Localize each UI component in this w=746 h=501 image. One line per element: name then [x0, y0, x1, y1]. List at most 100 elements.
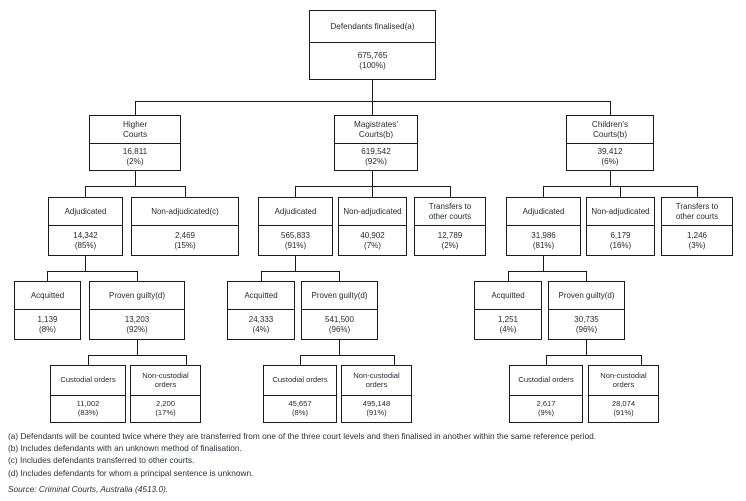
- node-higher-non-adjudicated: Non-adjudicated(c) 2,469 (15%): [131, 197, 239, 256]
- connector-to-childrens-courts: [610, 101, 611, 115]
- node-title: Acquitted: [228, 282, 294, 310]
- connector-to-higher-non-custodial: [186, 355, 187, 365]
- node-magistrates-proven-guilty: Proven guilty(d) 541,500 (96%): [301, 281, 378, 340]
- node-title: Transfers to other courts: [415, 198, 485, 226]
- node-body: 675,765 (100%): [357, 51, 388, 70]
- footnote-d: (d) Includes defendants for whom a princ…: [8, 467, 254, 478]
- node-body: 13,203 (92%): [124, 315, 150, 334]
- node-childrens-custodial-orders: Custodial orders 2,617 (9%): [509, 365, 583, 423]
- node-body: 1,251 (4%): [497, 315, 519, 334]
- node-title: Acquitted: [475, 282, 541, 310]
- node-body: 565,833 (91%): [281, 231, 310, 250]
- connector-childrens-down: [610, 171, 611, 187]
- node-body: 6,179 (16%): [609, 231, 632, 250]
- node-childrens-courts: Children's Courts(b) 39,412 (6%): [566, 115, 654, 171]
- node-title: Non-custodial orders: [342, 366, 411, 396]
- connector-to-magistrates-proven-guilty: [339, 271, 340, 281]
- footnote-c: (c) Includes defendants transferred to o…: [8, 455, 195, 466]
- connector-to-magistrates-non-custodial: [394, 355, 395, 365]
- node-higher-adjudicated: Adjudicated 14,342 (85%): [48, 197, 123, 256]
- connector-higher-adjudicated-down: [85, 256, 86, 272]
- connector-to-magistrates-courts: [372, 101, 373, 115]
- connector-to-higher-non-adjudicated: [185, 186, 186, 197]
- node-title: Defendants finalised(a): [310, 11, 435, 43]
- connector-to-higher-adjudicated: [85, 186, 86, 197]
- connector-to-higher-proven-guilty: [137, 271, 138, 281]
- node-body: 14,342 (85%): [73, 231, 98, 250]
- connector-magistrates-adjudicated-down: [295, 256, 296, 272]
- node-childrens-acquitted: Acquitted 1,251 (4%): [474, 281, 542, 340]
- footnotes: (a) Defendants will be counted twice whe…: [8, 430, 740, 479]
- node-body: 1,246 (3%): [686, 231, 708, 250]
- source-note: Source: Criminal Courts, Australia (4513…: [8, 484, 169, 494]
- connector-higher-bus: [85, 186, 186, 187]
- connector-to-childrens-transfers: [697, 186, 698, 197]
- connector-magistrates-bus: [295, 186, 451, 187]
- connector-magistrates-down: [372, 171, 373, 187]
- node-magistrates-custodial-orders: Custodial orders 45,657 (8%): [263, 365, 337, 423]
- connector-to-childrens-proven-guilty: [586, 271, 587, 281]
- node-body: 45,657 (8%): [288, 399, 312, 417]
- connector-to-childrens-adjudicated: [543, 186, 544, 197]
- connector-to-magistrates-custodial: [300, 355, 301, 365]
- connector-higher-verdict-bus: [47, 271, 138, 272]
- connector-to-magistrates-transfers: [450, 186, 451, 197]
- node-magistrates-acquitted: Acquitted 24,333 (4%): [227, 281, 295, 340]
- connector-higher-guilty-down: [137, 340, 138, 356]
- node-title: Adjudicated: [49, 198, 122, 226]
- node-body: 2,469 (15%): [174, 231, 196, 250]
- node-higher-acquitted: Acquitted 1,139 (8%): [14, 281, 81, 340]
- connector-to-childrens-acquitted: [508, 271, 509, 281]
- connector-magistrates-orders-bus: [300, 355, 395, 356]
- connector-childrens-verdict-bus: [508, 271, 587, 272]
- node-magistrates-transfers: Transfers to other courts 12,789 (2%): [414, 197, 486, 256]
- node-body: 1,139 (8%): [37, 315, 58, 334]
- node-title: Custodial orders: [510, 366, 582, 396]
- node-higher-proven-guilty: Proven guilty(d) 13,203 (92%): [89, 281, 185, 340]
- connector-childrens-adjudicated-down: [543, 256, 544, 272]
- node-body: 24,333 (4%): [248, 315, 274, 334]
- node-body: 619,542 (92%): [361, 147, 391, 166]
- connector-to-magistrates-adjudicated: [295, 186, 296, 197]
- footnote-b: (b) Includes defendants with an unknown …: [8, 443, 242, 454]
- node-title: Higher Courts: [90, 116, 180, 144]
- node-higher-non-custodial-orders: Non-custodial orders 2,200 (17%): [130, 365, 201, 423]
- node-body: 40,902 (7%): [360, 231, 385, 250]
- connector-to-childrens-custodial: [546, 355, 547, 365]
- connector-higher-down: [135, 171, 136, 187]
- node-defendants-finalised: Defendants finalised(a) 675,765 (100%): [309, 10, 436, 80]
- connector-to-higher-acquitted: [47, 271, 48, 281]
- node-title: Children's Courts(b): [567, 116, 653, 144]
- node-higher-courts: Higher Courts 16,811 (2%): [89, 115, 181, 171]
- node-magistrates-non-custodial-orders: Non-custodial orders 495,148 (91%): [341, 365, 412, 423]
- node-higher-custodial-orders: Custodial orders 11,002 (83%): [50, 365, 126, 423]
- node-title: Non-adjudicated: [339, 198, 406, 226]
- footnote-a: (a) Defendants will be counted twice whe…: [8, 431, 597, 441]
- node-title: Adjudicated: [507, 198, 580, 226]
- node-body: 30,735 (96%): [574, 315, 599, 334]
- node-title: Proven guilty(d): [549, 282, 624, 310]
- node-title: Adjudicated: [259, 198, 332, 226]
- connector-magistrates-guilty-down: [339, 340, 340, 356]
- connector-to-childrens-non-custodial: [641, 355, 642, 365]
- connector-to-higher-custodial: [88, 355, 89, 365]
- node-title: Non-adjudicated(c): [132, 198, 238, 226]
- node-body: 495,148 (91%): [362, 399, 391, 417]
- connector-magistrates-verdict-bus: [261, 271, 340, 272]
- node-body: 28,074 (91%): [611, 399, 636, 417]
- node-title: Custodial orders: [264, 366, 336, 396]
- node-childrens-proven-guilty: Proven guilty(d) 30,735 (96%): [548, 281, 625, 340]
- node-title: Non-adjudicated: [587, 198, 654, 226]
- node-title: Non-custodial orders: [131, 366, 200, 396]
- node-title: Proven guilty(d): [302, 282, 377, 310]
- node-title: Magistrates' Courts(b): [335, 116, 417, 144]
- node-title: Proven guilty(d): [90, 282, 184, 310]
- node-childrens-transfers: Transfers to other courts 1,246 (3%): [661, 197, 733, 256]
- connector-to-higher-courts: [135, 101, 136, 115]
- connector-to-childrens-non-adjudicated: [620, 186, 621, 197]
- node-magistrates-adjudicated: Adjudicated 565,833 (91%): [258, 197, 333, 256]
- node-title: Transfers to other courts: [662, 198, 732, 226]
- connector-root-down: [372, 80, 373, 102]
- node-body: 12,789 (2%): [437, 231, 463, 250]
- node-body: 16,811 (2%): [122, 147, 148, 166]
